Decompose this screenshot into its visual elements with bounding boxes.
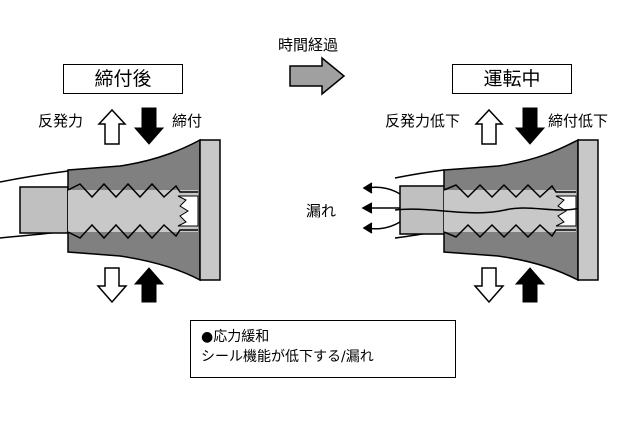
leak-arrow-bottom-head <box>362 222 373 234</box>
right-clamp-down-arrow <box>514 107 546 145</box>
left-inner-bore <box>68 190 198 232</box>
right-down-hollow-arrow <box>473 267 505 304</box>
left-teeth-top <box>67 182 198 199</box>
left-down-hollow-arrow <box>96 267 128 304</box>
right-teeth-bottom <box>443 223 576 239</box>
right-inner-bore <box>444 190 576 232</box>
right-title-box: 運転中 <box>452 64 572 94</box>
left-clamp-down-arrow <box>133 107 165 145</box>
left-gasket-contact <box>177 195 199 227</box>
right-leak-path <box>394 207 581 214</box>
right-reaction-label: 反発力低下 <box>385 112 461 130</box>
time-progress-arrow <box>289 56 346 96</box>
left-up-solid-arrow <box>133 267 165 303</box>
left-pipe <box>19 186 69 234</box>
note-box: ●応力緩和 シール機能が低下する/漏れ <box>190 320 456 378</box>
time-label: 時間経過 <box>278 36 339 54</box>
leak-arrows <box>361 182 401 234</box>
right-up-solid-arrow <box>514 267 546 303</box>
leak-label: 漏れ <box>306 202 337 220</box>
left-title-box: 締付後 <box>63 64 183 94</box>
leak-arrow-middle-head <box>361 202 373 214</box>
right-hose-outline-top <box>394 169 445 179</box>
left-assembly <box>0 138 221 282</box>
left-flange-plate <box>199 139 221 281</box>
right-flange-plate <box>577 139 599 281</box>
left-reaction-up-arrow <box>97 108 127 145</box>
right-teeth-top <box>443 183 576 199</box>
left-reaction-label: 反発力 <box>38 112 84 130</box>
leak-arrow-top-head <box>362 182 373 194</box>
left-clamp-label: 締付 <box>172 112 203 130</box>
right-gasket-contact <box>555 195 577 227</box>
right-clamp-label: 締付低下 <box>548 112 609 130</box>
left-teeth-bottom <box>67 223 198 240</box>
note-text: シール機能が低下する/漏れ <box>201 349 374 365</box>
right-assembly <box>394 138 599 282</box>
left-hose-outline-top <box>0 170 69 183</box>
right-reaction-up-arrow <box>474 108 504 145</box>
note-heading: ●応力緩和 <box>201 329 270 345</box>
